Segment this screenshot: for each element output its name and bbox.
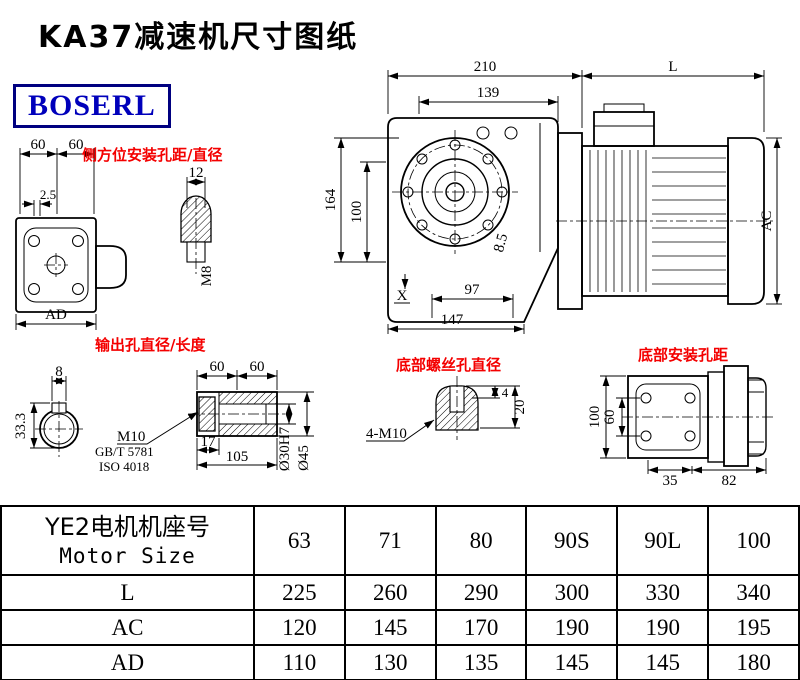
table-cell: 170 (434, 609, 528, 646)
table-header-en: Motor Size (59, 543, 196, 568)
table-cell: 110 (253, 644, 346, 680)
table-cell: 120 (253, 609, 346, 646)
dim-60-a: 60 (31, 137, 46, 153)
table-row-AD: AD 110 130 135 145 145 180 (0, 644, 800, 680)
table-cell: 145 (525, 644, 619, 680)
table-header-label: YE2电机机座号 Motor Size (0, 505, 255, 576)
dim-100: 100 (349, 201, 365, 224)
label-side-mount: 侧方位安装孔距/直径 (82, 146, 222, 164)
dim-210: 210 (474, 59, 497, 75)
table-cell: 340 (707, 574, 800, 611)
dim-17: 17 (201, 434, 217, 450)
label-gbt-5781: GB/T 5781 (95, 444, 154, 459)
technical-drawing: 210 L 139 164 100 AC 9 (13, 59, 782, 489)
row-label-L: L (0, 574, 255, 611)
dim-147: 147 (441, 312, 464, 328)
motor-size-table: YE2电机机座号 Motor Size 63 71 80 90S 90L 100… (0, 505, 800, 680)
shaft-boss (95, 245, 127, 289)
table-cell: 195 (707, 609, 800, 646)
table-cell: 290 (434, 574, 528, 611)
motor-size-col: 90S (525, 505, 619, 576)
main-view: 210 L 139 164 100 AC 9 (323, 59, 782, 334)
dim-X: X (397, 288, 408, 304)
gearbox-housing-outline (387, 117, 559, 323)
dim-20: 20 (512, 400, 528, 415)
label-output-hole: 输出孔直径/长度 (95, 336, 206, 354)
label-bottom-screw: 底部螺丝孔直径 (396, 356, 501, 374)
motor-size-col: 71 (343, 505, 437, 576)
dim-8-5: 8.5 (491, 232, 511, 254)
dim-30H7: Ø30H7 (277, 426, 293, 471)
dim-AD: AD (45, 307, 67, 323)
side-dimensions: 60 60 2.5 AD (15, 137, 97, 330)
motor (556, 103, 776, 310)
dim-82: 82 (722, 473, 737, 489)
dim-33-3: 33.3 (13, 413, 29, 439)
dim-97: 97 (465, 282, 481, 298)
motor-size-col: 80 (434, 505, 528, 576)
dim-12: 12 (189, 165, 204, 181)
fan-cover (727, 137, 765, 305)
output-shaft-section: 60 60 17 105 Ø30H7 Ø45 (95, 359, 314, 474)
bottom-mount-view: 100 60 35 82 (587, 365, 774, 489)
boserl-logo: BOSERL (13, 84, 171, 128)
dim-105: 105 (226, 449, 249, 465)
dim-2-5: 2.5 (40, 187, 56, 202)
table-cell: 300 (525, 574, 619, 611)
motor-size-col: 90L (616, 505, 710, 576)
label-M10: M10 (117, 429, 145, 445)
dim-8: 8 (55, 364, 63, 380)
dim-35: 35 (663, 473, 678, 489)
table-header-cn: YE2电机机座号 (44, 513, 211, 542)
table-cell: 225 (253, 574, 346, 611)
table-cell: 180 (707, 644, 800, 680)
dim-164: 164 (323, 188, 339, 211)
dim-60-c: 60 (210, 359, 225, 375)
dim-4-M10: 4-M10 (366, 426, 407, 442)
dim-L: L (668, 59, 677, 75)
table-row-AC: AC 120 145 170 190 190 195 (0, 609, 800, 646)
table-cell: 130 (343, 644, 437, 680)
dim-139: 139 (477, 85, 500, 101)
dim-AC: AC (759, 211, 775, 232)
motor-size-col: 63 (253, 505, 346, 576)
table-cell: 190 (525, 609, 619, 646)
table-header-row: YE2电机机座号 Motor Size 63 71 80 90S 90L 100 (0, 505, 800, 576)
row-label-AC: AC (0, 609, 255, 646)
main-dimensions: 210 L 139 164 100 AC 9 (323, 59, 782, 334)
bottom-screw-view: 4-M10 4 20 (366, 376, 528, 442)
dim-60-b: 60 (69, 137, 84, 153)
dim-45: Ø45 (296, 445, 312, 471)
motor-size-col: 100 (707, 505, 800, 576)
dim-60-d: 60 (250, 359, 265, 375)
output-flange (392, 130, 518, 254)
m8-detail: 12 M8 (180, 165, 215, 287)
side-view (15, 217, 127, 313)
dim-4: 4 (502, 385, 509, 400)
lifting-hole (504, 126, 518, 140)
lifting-hole (476, 126, 490, 140)
table-cell: 260 (343, 574, 437, 611)
table-cell: 145 (343, 609, 437, 646)
table-cell: 330 (616, 574, 710, 611)
label-iso-4018: ISO 4018 (99, 459, 149, 474)
dim-M8: M8 (199, 266, 215, 287)
table-cell: 145 (616, 644, 710, 680)
table-cell: 190 (616, 609, 710, 646)
boserl-logo-text: BOSERL (28, 89, 156, 122)
page-title: KA37减速机尺寸图纸 (38, 20, 359, 55)
table-row-L: L 225 260 290 300 330 340 (0, 574, 800, 611)
row-label-AD: AD (0, 644, 255, 680)
output-bore-view: 8 33.3 (13, 364, 83, 457)
terminal-box (593, 111, 655, 147)
dim-60-mount: 60 (602, 410, 618, 425)
dim-100-mount: 100 (587, 406, 603, 429)
label-bottom-mount: 底部安装孔距 (638, 346, 728, 364)
table-cell: 135 (434, 644, 528, 680)
